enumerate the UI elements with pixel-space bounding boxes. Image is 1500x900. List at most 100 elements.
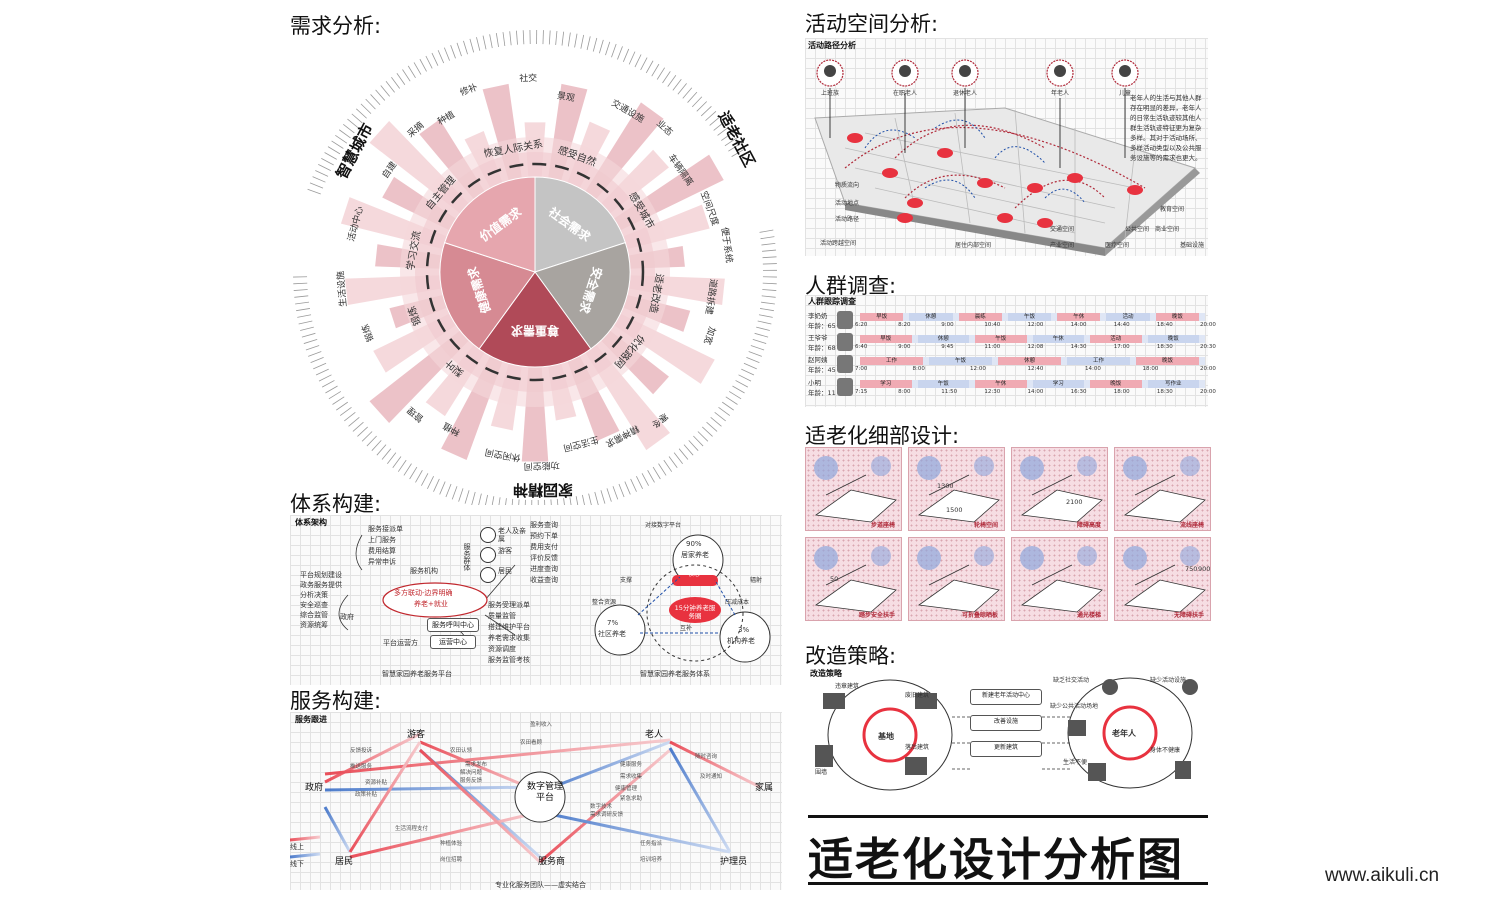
- gov-label: 政府: [340, 613, 354, 621]
- service-flow-label: 紧急求助: [620, 796, 643, 802]
- dimension-label: 1300: [937, 482, 954, 490]
- time-label: 12:00: [1027, 322, 1044, 328]
- system-arrow-label: 压减成本: [725, 599, 750, 606]
- person-name: 小明: [808, 379, 821, 387]
- detail-caption: 通光楼梯: [1076, 612, 1101, 619]
- system-bottom-item: 服务受理派单: [488, 601, 530, 609]
- service-flow-label: 任务指派: [640, 841, 663, 847]
- time-label: 12:00: [970, 366, 986, 372]
- time-label: 14:40: [1113, 322, 1130, 328]
- system-bottom-item: 质量监管: [488, 612, 516, 620]
- timeline-segment: 午休: [975, 380, 1027, 388]
- strategy-right-item: 身体不健康: [1150, 747, 1181, 754]
- legend-item: 活动地点: [835, 200, 860, 207]
- home-pct: 90%: [686, 540, 702, 548]
- dashed-ring: [425, 162, 645, 382]
- timeline-segment: 活动: [1106, 313, 1150, 321]
- time-label: 6:20: [855, 322, 868, 328]
- watermark: www.aikuli.cn: [1325, 865, 1440, 886]
- legend-item: 物质流向: [835, 182, 860, 189]
- person-age: 年龄：45: [808, 366, 836, 374]
- detail-panel: 踏步安全扶手: [805, 537, 902, 621]
- time-label: 9:00: [898, 344, 911, 350]
- ray-label: 生活设施: [334, 270, 349, 307]
- call-center-box: 服务呼叫中心: [427, 618, 479, 632]
- activity-title: 活动空间分析:: [805, 12, 939, 36]
- timeline-segment: 早饭: [860, 335, 912, 343]
- service-flow-label: 政策补贴: [355, 792, 378, 798]
- strategy-right-item: 生活不便: [1063, 759, 1088, 766]
- link-label-2: 养老+就业: [414, 600, 448, 608]
- system-right-item: 费用支付: [530, 543, 558, 551]
- detail-caption: 可折叠晾晒板: [961, 612, 998, 619]
- system-title: 体系构建:: [290, 492, 382, 516]
- timeline-segment: 午饭: [917, 380, 969, 388]
- dimension-label: 50: [830, 575, 839, 583]
- system-left-item: 综合监管: [300, 611, 328, 619]
- time-label: 20:00: [1200, 322, 1216, 328]
- outer-label-aging-community: 适老社区: [714, 108, 758, 169]
- legend-item: 居住内部空间: [955, 242, 992, 249]
- person-photo: [837, 311, 853, 329]
- timeline-segment: 午休: [1032, 335, 1084, 343]
- timeline-segment: 午饭: [1007, 313, 1052, 321]
- strategy-title: 改造策略:: [805, 644, 897, 668]
- elder-center-label: 老年人: [1112, 729, 1136, 738]
- person-name: 王爷爷: [808, 334, 828, 342]
- crowd-title: 人群调查:: [805, 274, 897, 298]
- time-label: 12:30: [984, 389, 1001, 395]
- person-age: 年龄：68: [808, 344, 836, 352]
- timeline-segment: 休憩: [917, 335, 969, 343]
- service-flow-label: 资源补贴: [365, 780, 388, 786]
- system-bottom-item: 资源调度: [488, 645, 516, 653]
- service-title: 服务构建:: [290, 689, 382, 713]
- outer-tick-ring: [293, 30, 777, 505]
- timeline-segment: 晚饭: [1155, 313, 1199, 321]
- service-flow-label: 农田看顾: [520, 740, 543, 746]
- detail-caption: 流线座椅: [1179, 522, 1204, 529]
- system-left-item: 安全巡查: [300, 601, 328, 609]
- service-node: 政府: [305, 783, 324, 793]
- community-pct: 7%: [607, 619, 619, 627]
- service-node: 数字管理平台: [527, 782, 564, 803]
- legend-item: 活动跨越空间: [820, 240, 857, 247]
- time-label: 11:50: [941, 389, 958, 395]
- strategy-box: 更新建筑: [970, 741, 1042, 757]
- system-top-item: 费用结算: [368, 547, 396, 555]
- platform-caption: 智慧家园养老服务平台: [382, 670, 452, 678]
- outer-label-home-spirit: 家园精神: [513, 481, 573, 499]
- detail-panel: 步道座椅: [805, 447, 902, 531]
- ray-label: 景观: [556, 90, 576, 104]
- detail-title: 适老化细部设计:: [805, 424, 960, 448]
- service-flow-label: 岗位招聘: [440, 857, 463, 863]
- system-subtitle: 体系架构: [295, 518, 327, 527]
- core-label: 核心: [688, 571, 701, 578]
- detail-caption: 踏步安全扶手: [858, 612, 895, 619]
- time-label: 20:00: [1200, 366, 1216, 372]
- system-right-item: 收益查询: [530, 576, 558, 584]
- people-label: 居民: [498, 567, 512, 575]
- detail-panel: 通光楼梯: [1011, 537, 1108, 621]
- service-flow-label: 种植体验: [440, 841, 463, 847]
- home-care-label: 居家养老: [681, 551, 709, 559]
- demand-title: 需求分析:: [290, 14, 382, 38]
- time-label: 18:30: [1156, 344, 1173, 350]
- system-left-item: 平台规划建设: [300, 571, 342, 579]
- legend-item: 交通空间: [1050, 226, 1075, 233]
- time-label: 12:08: [1027, 344, 1044, 350]
- service-flow-label: 推送服务: [350, 764, 373, 770]
- service-flow-label: 需求收集: [620, 774, 643, 780]
- system-bottom-item: 服务监管考核: [488, 656, 530, 664]
- system-right-item: 评价反馈: [530, 554, 558, 562]
- strategy-left-item: 围墙: [815, 769, 828, 776]
- strategy-subtitle: 改造策略: [810, 669, 842, 678]
- people-icon: [480, 567, 496, 583]
- system-right-item: 进度查询: [530, 565, 558, 573]
- system-top-item: 服务接派单: [368, 525, 403, 533]
- ray-label: 生活空间: [562, 433, 600, 454]
- time-label: 20:30: [1200, 344, 1216, 350]
- timeline-segment: 早饭: [860, 313, 904, 321]
- system-arrow-label: 对接数字平台: [645, 522, 682, 529]
- service-panel: 服务跟进: [290, 712, 782, 890]
- dimension-label: 2100: [1066, 498, 1083, 506]
